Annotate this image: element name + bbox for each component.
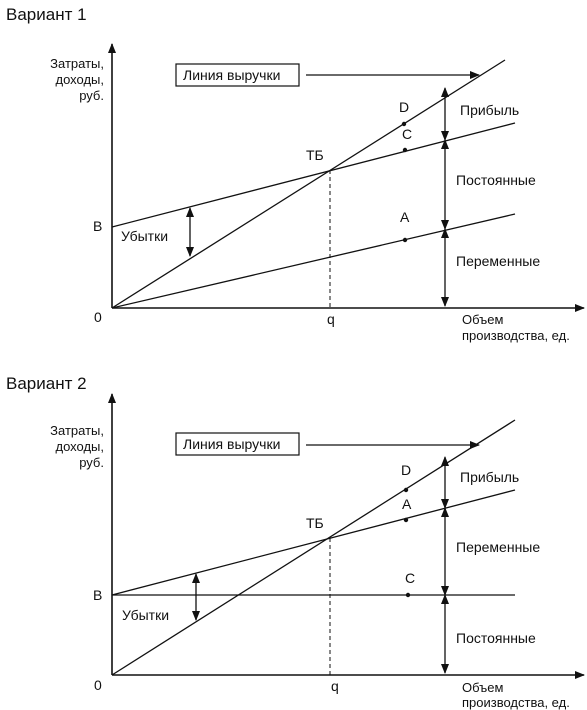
zone-label-profit: Прибыль: [460, 469, 519, 485]
variable-cost-line: [111, 213, 516, 309]
zone-label-variable: Переменные: [456, 539, 540, 555]
revenue-label-box: [175, 63, 300, 87]
y-axis-label-line1: Затраты,: [50, 423, 104, 438]
origin-label: 0: [94, 677, 102, 693]
variant2-title: Вариант 2: [6, 374, 87, 393]
point-a: [403, 517, 409, 523]
point-d-label: D: [399, 99, 409, 115]
point-c-label: C: [402, 126, 412, 142]
loss-label: Убытки: [122, 607, 169, 623]
revenue-label: Линия выручки: [183, 67, 280, 83]
point-c: [405, 592, 411, 598]
zone-label-profit: Прибыль: [460, 102, 519, 118]
zone-label-variable: Переменные: [456, 253, 540, 269]
point-a-label: A: [400, 209, 410, 225]
zone-label-fixed: Постоянные: [456, 630, 536, 646]
x-axis-label-line2: производства, ед.: [462, 695, 570, 710]
x-axis-label-line2: производства, ед.: [462, 328, 570, 343]
point-c-label: C: [405, 570, 415, 586]
point-d: [401, 121, 407, 127]
q-label: q: [327, 311, 335, 327]
revenue-label-box: [175, 432, 300, 456]
point-a-label: A: [402, 496, 412, 512]
y-axis-label-line1: Затраты,: [50, 56, 104, 71]
total-cost-line: [111, 489, 516, 596]
origin-label: 0: [94, 309, 102, 325]
breakeven-label: ТБ: [306, 147, 324, 163]
loss-label: Убытки: [121, 228, 168, 244]
revenue-line: [111, 419, 516, 676]
variant1-title: Вариант 1: [6, 5, 87, 24]
point-c: [402, 147, 408, 153]
y-axis-label-line3: руб.: [79, 88, 104, 103]
point-d-label: D: [401, 462, 411, 478]
point-d: [403, 487, 409, 493]
y-axis-label-line3: руб.: [79, 455, 104, 470]
b-label: B: [93, 587, 102, 603]
b-label: B: [93, 218, 102, 234]
total-cost-line: [111, 122, 516, 228]
x-axis-label-line1: Объем: [462, 680, 503, 695]
revenue-line: [111, 59, 506, 309]
x-axis-label-line1: Объем: [462, 312, 503, 327]
point-a: [402, 237, 408, 243]
q-label: q: [331, 678, 339, 694]
variant2-diagram: Затраты, доходы, руб. Объем производства…: [50, 393, 585, 710]
revenue-label: Линия выручки: [183, 436, 280, 452]
y-axis-label-line2: доходы,: [55, 72, 104, 87]
zone-label-fixed: Постоянные: [456, 172, 536, 188]
y-axis-label-line2: доходы,: [55, 439, 104, 454]
breakeven-label: ТБ: [306, 515, 324, 531]
variant1-diagram: Затраты, доходы, руб. Объем производства…: [50, 43, 585, 343]
